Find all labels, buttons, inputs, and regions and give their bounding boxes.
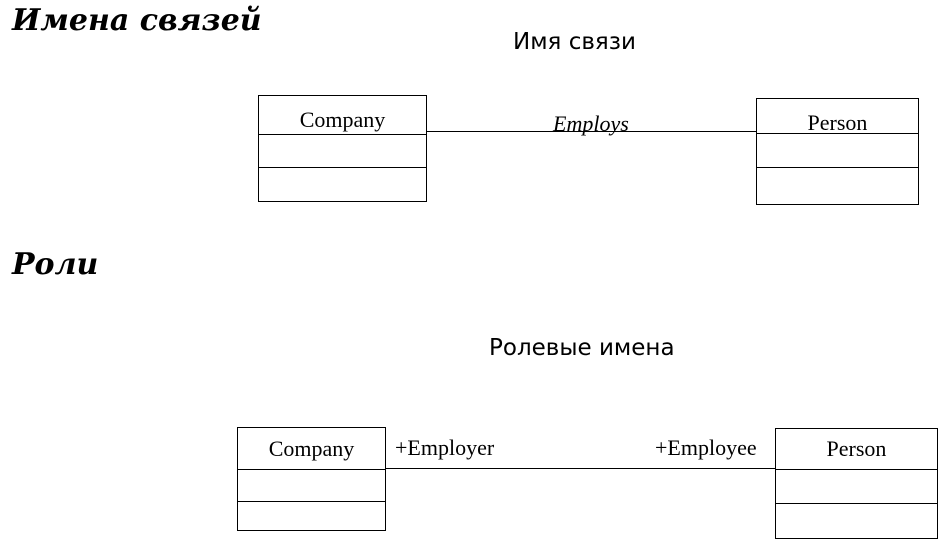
uml-class-company: Company — [258, 95, 427, 202]
operations-divider — [238, 501, 385, 502]
association-name-label: Employs — [553, 111, 629, 136]
uml-class-company: Company — [237, 427, 386, 531]
association-name-caption: Имя связи — [513, 29, 636, 55]
uml-class-person: Person — [775, 428, 938, 539]
class-name-label: Company — [268, 436, 355, 461]
attributes-divider — [259, 134, 426, 135]
attributes-divider — [238, 469, 385, 470]
attributes-divider — [757, 133, 918, 134]
uml-class-person: Person — [756, 98, 919, 205]
attributes-divider — [776, 469, 937, 470]
class-name-label: Company — [299, 107, 386, 132]
class-name-label: Person — [826, 436, 887, 461]
association-line — [386, 468, 776, 469]
role-name-employee: +Employee — [655, 435, 757, 460]
operations-divider — [259, 167, 426, 168]
operations-divider — [757, 167, 918, 168]
section-heading-association-names: Имена связей — [12, 3, 262, 38]
role-name-employer: +Employer — [395, 435, 495, 460]
role-names-caption: Ролевые имена — [489, 335, 675, 361]
operations-divider — [776, 503, 937, 504]
class-name-label: Person — [807, 110, 868, 135]
association-line — [427, 131, 757, 132]
section-heading-roles: Роли — [12, 247, 99, 282]
